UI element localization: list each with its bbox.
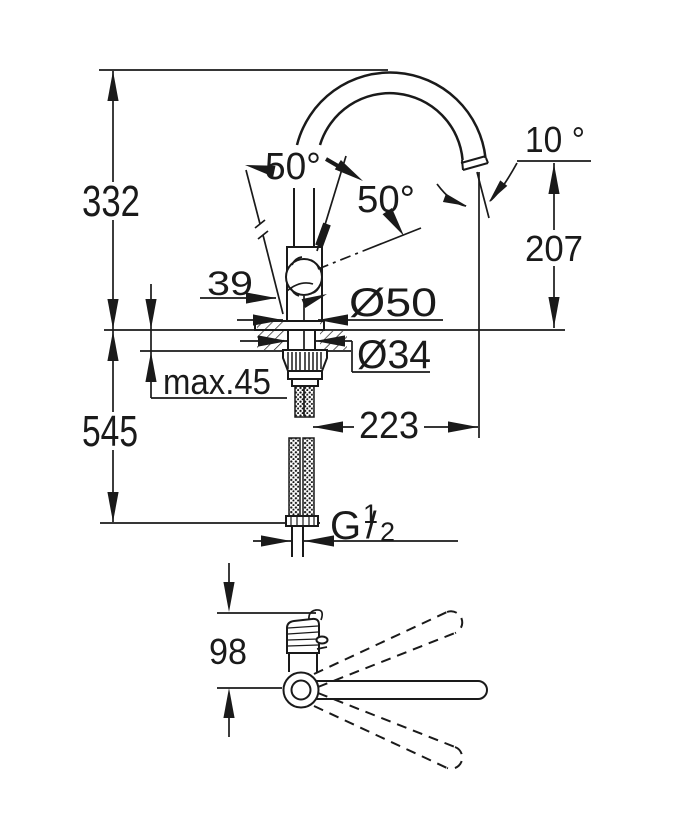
thread-sup-label: 1: [363, 499, 378, 529]
dim-98-label: 98: [209, 631, 247, 672]
lever-knob: [315, 635, 329, 645]
dim-98: 98: [209, 563, 316, 737]
spout-top-view: [316, 680, 488, 700]
dim-207-label: 207: [525, 228, 583, 269]
reference-lines: [99, 69, 591, 524]
thread-g-label: G: [330, 504, 361, 548]
dim-dia34-label: Ø34: [357, 333, 431, 377]
dim-545-label: 545: [82, 407, 138, 456]
supply-hoses: [285, 437, 319, 557]
dim-dia50-label: Ø50: [349, 281, 437, 325]
spout-tilt-indicator: 10 °: [436, 119, 585, 438]
angle-50-left-label: 50°: [265, 146, 321, 188]
angle-50-right-label: 50°: [357, 179, 415, 221]
top-view: 98: [209, 563, 488, 770]
top-view-faucet: [282, 609, 488, 770]
dim-332-545: 332 545: [82, 71, 142, 522]
deck-section-hatch-right-top: [320, 322, 324, 330]
dim-dia50: Ø50: [237, 281, 443, 326]
dim-223-label: 223: [359, 405, 419, 447]
dim-39: 39: [200, 265, 329, 308]
lever-angle-indicators: 50° 50°: [243, 146, 422, 315]
dim-207: 207: [523, 163, 585, 328]
dim-332-label: 332: [82, 177, 140, 226]
dim-g-half: G 1 / 2: [253, 499, 458, 548]
dim-dia34: Ø34: [240, 333, 431, 377]
front-view: 10 ° 50°: [82, 69, 591, 557]
spout-swivel-range: [313, 610, 464, 770]
mounting-assembly: [254, 320, 347, 418]
dim-39-label: 39: [207, 265, 253, 303]
dim-223: 223: [313, 405, 478, 447]
thread-slash-label: /: [366, 505, 377, 547]
dim-max45-label: max.45: [163, 361, 271, 402]
spout-outline: [295, 71, 489, 171]
thread-sub-label: 2: [380, 517, 395, 547]
dim-max45: max.45: [145, 284, 287, 402]
angle-10-label: 10 °: [525, 119, 585, 160]
threaded-stud: [294, 385, 315, 418]
lever-top: [286, 617, 320, 654]
